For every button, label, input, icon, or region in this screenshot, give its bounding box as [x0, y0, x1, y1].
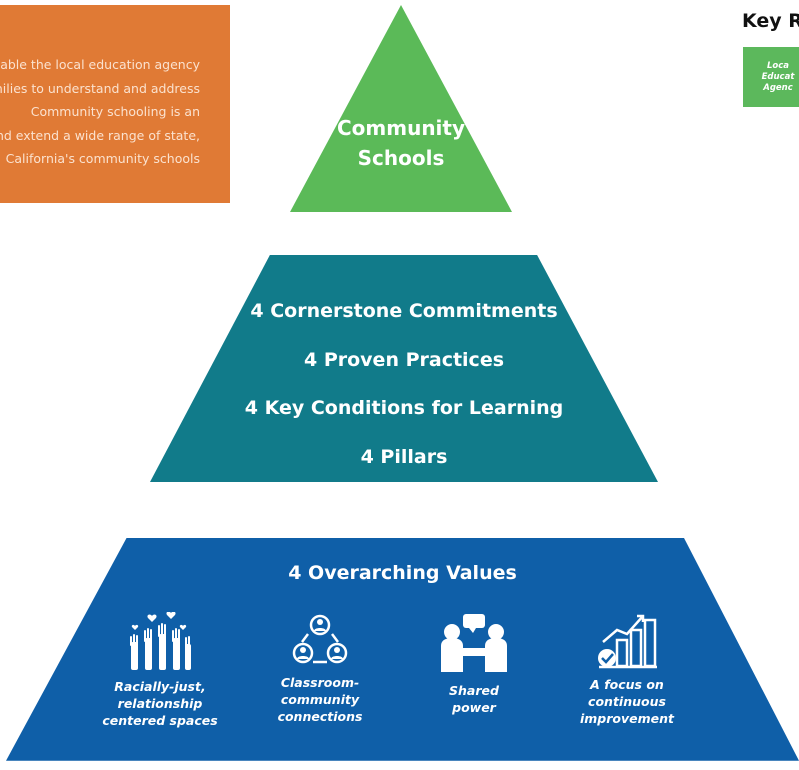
intro-line: milies to understand and address [0, 80, 200, 96]
value-label: Classroom- community connections [277, 675, 363, 724]
value-item: Racially-just, relationship centered spa… [90, 612, 230, 729]
pyramid-middle-list: 4 Cornerstone Commitments 4 Proven Pract… [150, 287, 658, 481]
connected-people-cycle-icon [292, 614, 348, 664]
middle-item: 4 Key Conditions for Learning [244, 397, 564, 419]
key-legend-box: Loca Educat Agenc [743, 47, 799, 107]
value-label: Shared power [449, 683, 499, 715]
intro-text-box: able the local education agency milies t… [0, 5, 230, 203]
pyramid-bottom-tier [6, 538, 799, 761]
key-title: Key R [742, 10, 799, 32]
intro-line: California's community schools [5, 151, 200, 166]
intro-text: able the local education agency milies t… [0, 53, 200, 171]
middle-item: 4 Cornerstone Commitments [250, 300, 558, 322]
pyramid-top-triangle [290, 5, 512, 212]
value-item: A focus on continuous improvement [557, 612, 697, 727]
intro-line: Community schooling is an [30, 104, 200, 119]
handshake-people-icon [441, 614, 507, 672]
growth-chart-check-icon [598, 614, 657, 669]
key-box-line: Educat [761, 71, 795, 82]
key-box-line: Agenc [763, 82, 793, 93]
middle-item: 4 Pillars [360, 445, 448, 468]
raised-hands-hearts-icon [130, 612, 191, 670]
intro-line: able the local education agency [0, 57, 200, 72]
value-item: Classroom- community connections [250, 612, 390, 725]
pyramid-top-line: Community [336, 116, 466, 140]
value-label: A focus on continuous improvement [579, 677, 674, 726]
pyramid-top-line: Schools [357, 146, 445, 170]
pyramid-top-label: Community Schools [290, 113, 512, 173]
pyramid-bottom-title: 4 Overarching Values [288, 562, 517, 584]
value-label: Racially-just, relationship centered spa… [102, 679, 218, 728]
value-item: Shared power [404, 612, 544, 716]
key-box-line: Loca [766, 60, 790, 71]
intro-line: and extend a wide range of state, [0, 127, 200, 143]
middle-item: 4 Proven Practices [303, 348, 505, 371]
